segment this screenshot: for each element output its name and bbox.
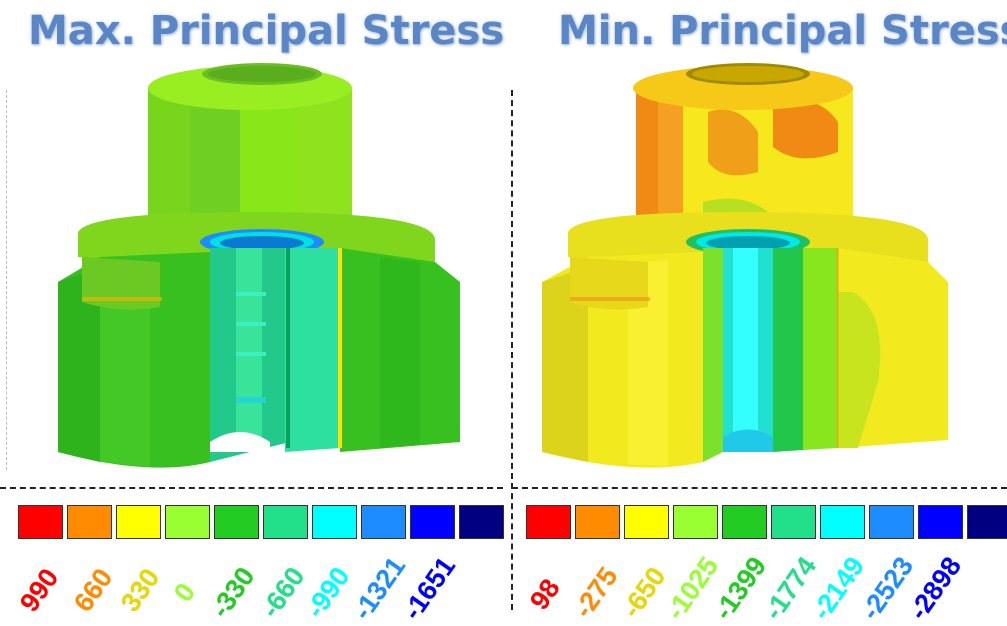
legend-label: -1399 [708, 551, 773, 626]
legend-swatch [967, 505, 1007, 539]
legend-label: -2523 [855, 551, 920, 626]
legend-swatch [673, 505, 718, 539]
legend-label: -990 [300, 561, 356, 624]
legend-label: 0 [168, 577, 202, 608]
legend-label: -660 [255, 561, 311, 624]
legend-min [526, 505, 1007, 541]
legend-swatch [67, 505, 112, 539]
legend-label: -275 [568, 561, 624, 624]
legend-label: -2149 [806, 551, 871, 626]
legend-swatch [526, 505, 571, 539]
panel-title: Min. Principal Stress [558, 8, 1007, 54]
panel-title: Max. Principal Stress [28, 8, 505, 54]
legend-label: -1321 [347, 551, 412, 626]
legend-swatch [771, 505, 816, 539]
legend-swatch [918, 505, 963, 539]
horizontal-divider [512, 487, 1007, 489]
legend-label: 990 [14, 563, 65, 618]
min-principal-stress-panel: Min. Principal Stress [508, 0, 1007, 625]
legend-max [18, 505, 504, 541]
legend-label: 330 [115, 563, 166, 618]
legend-swatch [869, 505, 914, 539]
legend-label: -1651 [397, 551, 462, 626]
legend-swatch [263, 505, 308, 539]
legend-label: -650 [616, 561, 672, 624]
left-edge-divider [6, 90, 7, 470]
vertical-divider [511, 90, 513, 610]
horizontal-divider [0, 487, 503, 489]
stress-model-max [58, 63, 460, 468]
legend-swatch [312, 505, 357, 539]
stress-model-min [542, 63, 948, 468]
legend-label: -330 [205, 561, 261, 624]
legend-swatch [820, 505, 865, 539]
legend-label: 660 [68, 563, 119, 618]
legend-label: 98 [524, 573, 566, 616]
legend-swatch [361, 505, 406, 539]
legend-swatch [410, 505, 455, 539]
legend-label: -1025 [660, 551, 725, 626]
legend-swatch [18, 505, 63, 539]
legend-label: -2898 [903, 551, 968, 626]
legend-swatch [575, 505, 620, 539]
legend-swatch [214, 505, 259, 539]
legend-swatch [459, 505, 504, 539]
legend-swatch [624, 505, 669, 539]
legend-swatch [722, 505, 767, 539]
legend-swatch [165, 505, 210, 539]
legend-swatch [116, 505, 161, 539]
max-principal-stress-panel: Max. Principal Stress [0, 0, 505, 625]
legend-label: -1774 [758, 551, 823, 626]
